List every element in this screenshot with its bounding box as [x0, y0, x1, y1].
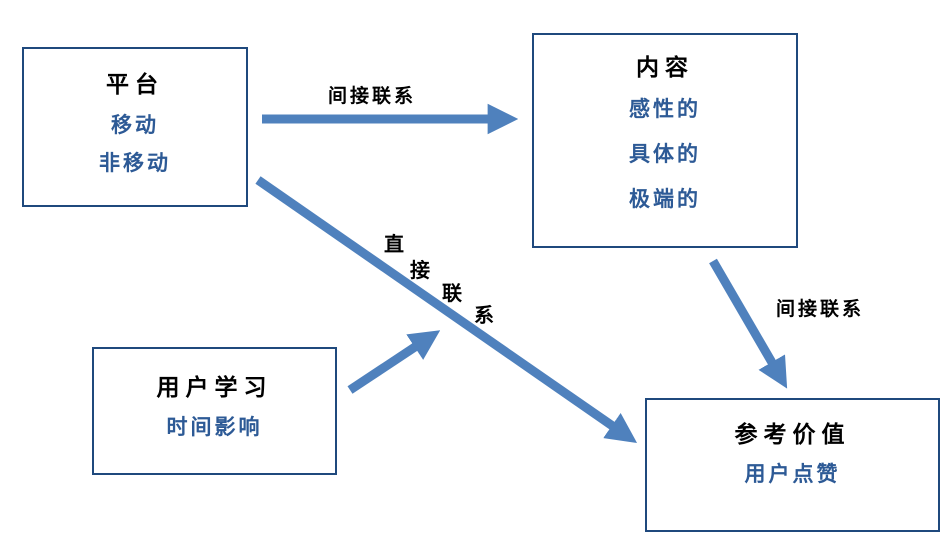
node-content-item: 感性的: [629, 97, 701, 121]
node-content-title: 内容: [636, 55, 694, 81]
edge-label-indirect-top: 间接联系: [327, 85, 416, 107]
node-user-learning-item: 时间影响: [166, 415, 263, 439]
edge-label-direct-char: 联: [442, 281, 462, 305]
edge-label-direct-char: 直: [384, 232, 404, 256]
node-user-learning: 用户学习 时间影响: [92, 347, 337, 475]
node-platform-item: 非移动: [99, 151, 171, 175]
edge-label-indirect-right: 间接联系: [775, 298, 864, 320]
edge-label-direct-char: 接: [410, 258, 430, 282]
node-platform-title: 平台: [106, 72, 164, 98]
node-reference-value-item: 用户点赞: [744, 462, 841, 486]
node-content-item: 具体的: [629, 142, 701, 166]
node-reference-value-title: 参考价值: [734, 422, 851, 448]
node-user-learning-title: 用户学习: [156, 375, 273, 401]
edge-label-direct-char: 系: [474, 303, 494, 327]
arrow-learning-to-direct-link: [347, 330, 441, 394]
node-content-item: 极端的: [629, 187, 701, 211]
node-reference-value: 参考价值 用户点赞: [645, 398, 940, 532]
node-platform: 平台 移动 非移动: [22, 47, 248, 207]
node-content: 内容 感性的 具体的 极端的: [532, 33, 798, 248]
node-platform-item: 移动: [111, 113, 159, 137]
